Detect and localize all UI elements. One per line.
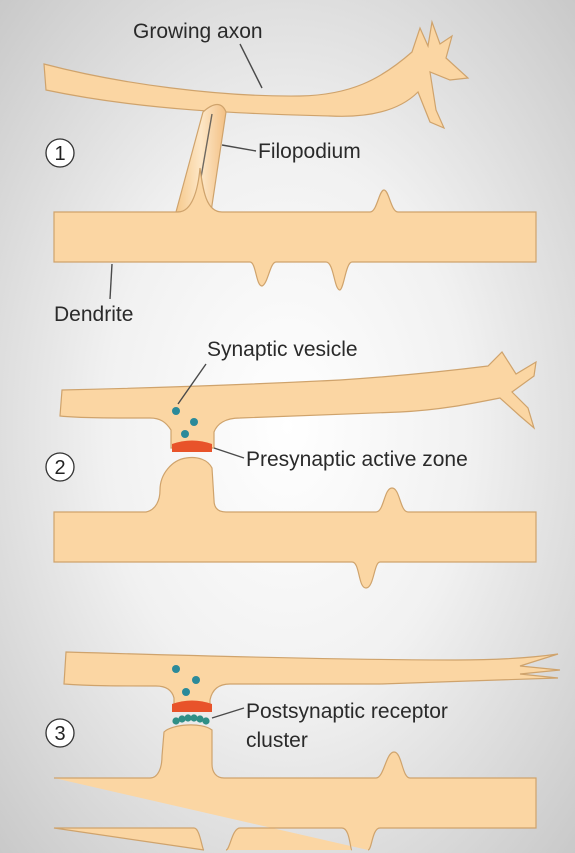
stage-1: 1 Growing axon Filopodium Dendrite [43,19,537,326]
presynaptic-active-zone-3 [172,700,212,712]
synaptic-vesicle-5 [192,676,200,684]
growing-axon-1 [43,19,470,130]
presynaptic-active-zone-label: Presynaptic active zone [246,448,468,471]
presynaptic-active-zone [172,440,212,452]
synaptic-vesicle-label: Synaptic vesicle [207,338,358,361]
dendrite-3 [53,724,537,851]
postsynaptic-receptor-label-line1: Postsynaptic receptor [246,700,448,723]
synaptic-vesicle-2 [190,418,198,426]
step-number-1-badge [45,138,75,168]
step-number-3: 3 [54,723,65,745]
synaptic-vesicle-4 [172,665,180,673]
dendrite-2 [53,456,537,589]
postsynaptic-receptor-label-line2: cluster [246,729,308,752]
step-number-2-badge [45,452,75,482]
growing-axon-2 [59,351,537,449]
stage-3: 3 Postsynaptic receptor cluster [45,651,561,851]
filopodium [175,103,227,213]
dendrite-label: Dendrite [54,303,133,326]
synaptic-vesicle-1 [172,407,180,415]
growing-axon-label: Growing axon [133,20,263,43]
filopodium-label: Filopodium [258,140,361,163]
dendrite-1 [53,167,537,291]
step-number-1: 1 [54,143,65,165]
synaptic-vesicle-3 [181,430,189,438]
step-number-2: 2 [54,457,65,479]
postsynaptic-receptor-cluster [172,714,210,725]
stage-2: 2 Synaptic vesicle Presynaptic active zo… [45,338,537,589]
synaptic-vesicle-6 [182,688,190,696]
step-number-3-badge [45,718,75,748]
